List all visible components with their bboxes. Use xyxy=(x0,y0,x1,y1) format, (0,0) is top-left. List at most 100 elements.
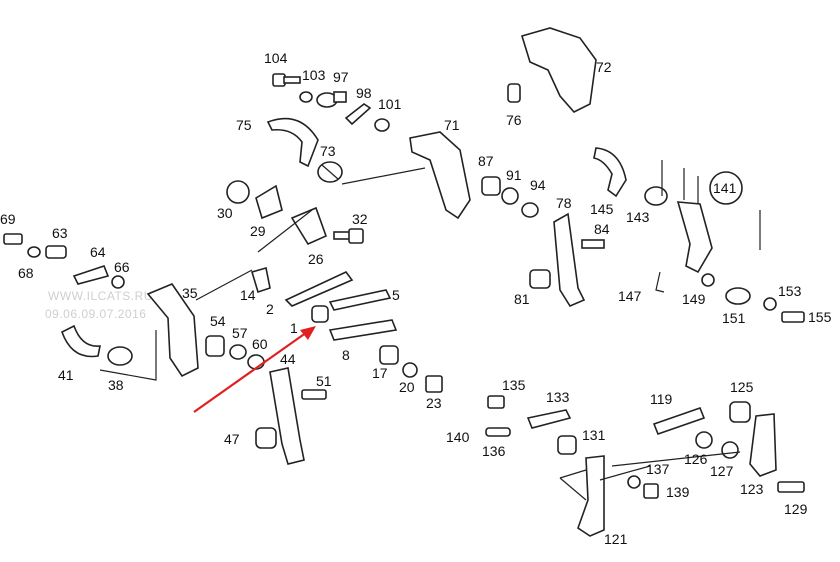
part-98-plate[interactable] xyxy=(344,103,372,126)
label-60: 60 xyxy=(252,336,268,352)
label-5: 5 xyxy=(392,287,400,303)
part-38-bearing[interactable] xyxy=(107,346,133,366)
label-153: 153 xyxy=(778,283,802,299)
part-2-link[interactable] xyxy=(284,271,354,307)
part-104-screw[interactable] xyxy=(272,73,301,87)
part-143-bearing[interactable] xyxy=(644,186,668,206)
label-72: 72 xyxy=(596,59,612,75)
label-125: 125 xyxy=(730,379,754,395)
label-75: 75 xyxy=(236,117,252,133)
part-135-bolt[interactable] xyxy=(487,395,505,409)
part-17-bushing[interactable] xyxy=(379,345,399,365)
part-73-bearing[interactable] xyxy=(317,161,343,183)
label-71: 71 xyxy=(444,117,460,133)
label-143: 143 xyxy=(626,209,650,225)
part-71-fork[interactable] xyxy=(409,131,471,220)
part-69-screw[interactable] xyxy=(3,233,23,245)
part-101-ring[interactable] xyxy=(374,118,390,132)
part-139-nut[interactable] xyxy=(643,483,659,499)
label-30: 30 xyxy=(217,205,233,221)
label-147: 147 xyxy=(618,288,642,304)
part-35-fork[interactable] xyxy=(146,283,199,378)
part-76-clip[interactable] xyxy=(507,83,521,103)
part-30-ring[interactable] xyxy=(226,180,250,204)
part-141-fork[interactable] xyxy=(676,201,713,274)
part-20-ring[interactable] xyxy=(402,362,418,378)
label-84: 84 xyxy=(594,221,610,237)
label-87: 87 xyxy=(478,153,494,169)
label-123: 123 xyxy=(740,481,764,497)
part-153-ring[interactable] xyxy=(763,297,777,311)
part-57-ring[interactable] xyxy=(229,344,247,360)
label-20: 20 xyxy=(399,379,415,395)
label-101: 101 xyxy=(378,96,402,112)
part-147-spring[interactable] xyxy=(655,271,665,293)
part-149-ring[interactable] xyxy=(701,273,715,287)
part-97-bolt[interactable] xyxy=(316,91,347,108)
part-103-washer[interactable] xyxy=(299,91,313,103)
label-126: 126 xyxy=(684,451,708,467)
part-125-bushing[interactable] xyxy=(729,401,751,423)
part-64-plate[interactable] xyxy=(72,265,110,285)
part-1-bushing[interactable] xyxy=(311,305,329,323)
part-151-bolt[interactable] xyxy=(725,287,751,305)
part-91-ring[interactable] xyxy=(501,187,519,205)
label-121: 121 xyxy=(604,531,628,547)
part-155-screw[interactable] xyxy=(781,311,805,323)
part-23-nut[interactable] xyxy=(425,375,443,393)
label-63: 63 xyxy=(52,225,68,241)
watermark-line-1: WWW.ILCATS.RU xyxy=(48,289,153,303)
part-137-ring[interactable] xyxy=(627,475,641,489)
label-26: 26 xyxy=(308,251,324,267)
part-140-pin[interactable] xyxy=(485,427,511,437)
part-127-ring[interactable] xyxy=(721,441,739,459)
part-68-washer[interactable] xyxy=(27,246,41,258)
callout-labels: 104 103 97 98 101 75 71 72 76 73 87 91 9… xyxy=(0,50,832,547)
highlight-arrow xyxy=(193,326,316,413)
part-32-bolt[interactable] xyxy=(333,228,364,244)
label-35: 35 xyxy=(182,285,198,301)
part-94-ring[interactable] xyxy=(521,202,539,218)
part-63-pin[interactable] xyxy=(45,245,67,259)
part-123-lever[interactable] xyxy=(749,413,777,477)
part-129-screw[interactable] xyxy=(777,481,805,493)
label-136: 136 xyxy=(482,443,506,459)
callout-38 xyxy=(99,330,157,381)
part-41-shoe[interactable] xyxy=(61,324,101,358)
part-75-shoe[interactable] xyxy=(266,117,319,168)
part-14-pin[interactable] xyxy=(251,266,271,294)
label-66: 66 xyxy=(114,259,130,275)
part-145-shoe[interactable] xyxy=(593,147,627,198)
part-126-ring[interactable] xyxy=(695,431,713,449)
part-26-block[interactable] xyxy=(290,206,328,246)
part-44-lever[interactable] xyxy=(269,367,305,465)
part-133-link[interactable] xyxy=(526,409,572,429)
label-140: 140 xyxy=(446,429,470,445)
label-64: 64 xyxy=(90,244,106,260)
part-87-bushing[interactable] xyxy=(481,176,501,196)
part-78-lever[interactable] xyxy=(553,212,586,308)
callout-121 xyxy=(559,469,587,501)
part-81-bushing[interactable] xyxy=(529,269,551,289)
part-121-lever[interactable] xyxy=(577,455,605,537)
watermark-line-2: 09.06.09.07.2016 xyxy=(45,307,146,321)
part-29-gasket[interactable] xyxy=(255,184,283,220)
part-131-bushing[interactable] xyxy=(557,435,577,455)
label-51: 51 xyxy=(316,373,332,389)
part-66-ring[interactable] xyxy=(111,275,125,289)
label-76: 76 xyxy=(506,112,522,128)
label-78: 78 xyxy=(556,195,572,211)
part-72-fork[interactable] xyxy=(520,27,597,113)
label-133: 133 xyxy=(546,389,570,405)
part-8-rod[interactable] xyxy=(328,319,398,341)
part-5-rod[interactable] xyxy=(328,289,392,311)
label-131: 131 xyxy=(582,427,606,443)
part-119-link[interactable] xyxy=(652,406,706,436)
part-54-bushing[interactable] xyxy=(205,335,225,357)
label-38: 38 xyxy=(108,377,124,393)
part-47-bushing[interactable] xyxy=(255,427,277,449)
part-51-screw[interactable] xyxy=(301,389,327,400)
label-57: 57 xyxy=(232,325,248,341)
part-84-screw[interactable] xyxy=(581,239,605,249)
